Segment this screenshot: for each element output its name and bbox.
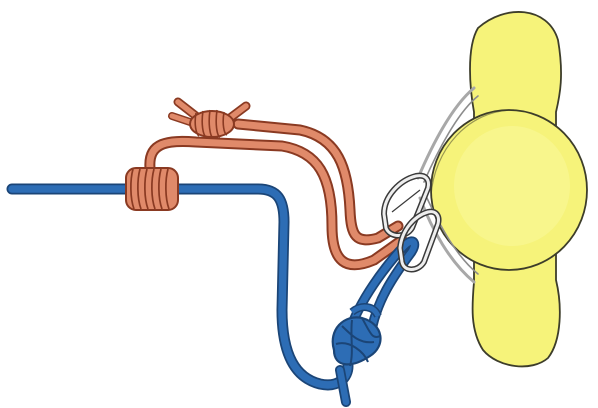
anchor-cap-highlight: [454, 126, 570, 246]
wrap-knot: [190, 110, 234, 138]
anchor-post: [431, 12, 587, 366]
blue-rope-outline: [12, 189, 348, 385]
prusik-coils: [126, 168, 178, 210]
orange-cord: [150, 102, 402, 265]
blue-rope-fill: [12, 189, 348, 385]
